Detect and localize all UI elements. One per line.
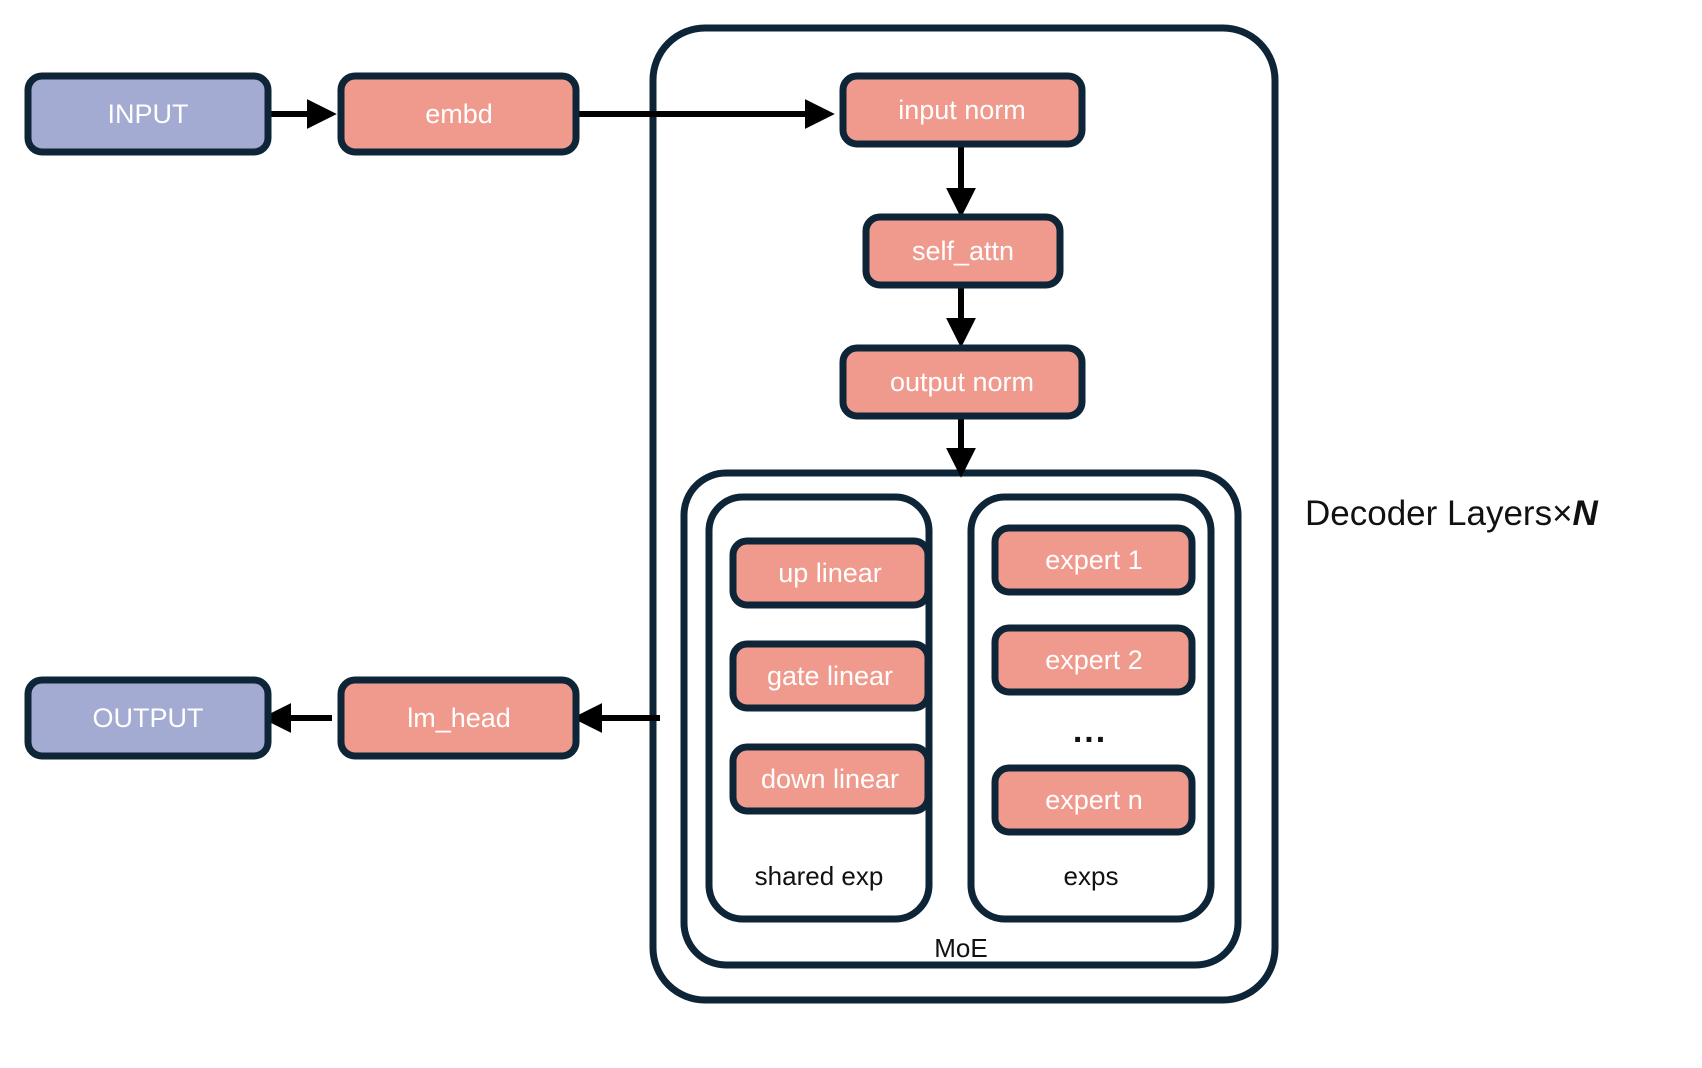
expert-n-label: expert n xyxy=(1045,785,1143,815)
experts-label: exps xyxy=(1064,861,1119,891)
moe-label: MoE xyxy=(934,933,987,963)
shared-expert-boundary xyxy=(705,493,933,923)
decoder-layers-group xyxy=(649,24,1279,1004)
node-expert-2[interactable]: expert 2 xyxy=(991,624,1196,696)
lm-head-label: lm_head xyxy=(407,703,511,733)
decoder-layers-annotation-text: Decoder Layers× xyxy=(1305,494,1573,533)
up-linear-box[interactable] xyxy=(729,537,932,609)
expert-2-label: expert 2 xyxy=(1045,645,1143,675)
experts-group: exps xyxy=(967,493,1215,923)
node-embd[interactable]: embd xyxy=(337,72,580,156)
lm-head-box[interactable] xyxy=(337,676,580,760)
expert-2-box[interactable] xyxy=(991,624,1196,696)
node-lm-head[interactable]: lm_head xyxy=(337,676,580,760)
input-norm-box[interactable] xyxy=(839,72,1086,148)
self-attn-box[interactable] xyxy=(862,213,1064,289)
node-output[interactable]: OUTPUT xyxy=(24,676,272,760)
input-box[interactable] xyxy=(24,72,272,156)
node-input-norm[interactable]: input norm xyxy=(839,72,1086,148)
gate-linear-box[interactable] xyxy=(729,640,932,712)
node-expert-1[interactable]: expert 1 xyxy=(991,524,1196,596)
down-linear-label: down linear xyxy=(761,764,899,794)
output-box[interactable] xyxy=(24,676,272,760)
decoder-layers-annotation: Decoder Layers×N xyxy=(1305,494,1599,533)
up-linear-label: up linear xyxy=(778,558,882,588)
decoder-layers-count: N xyxy=(1573,494,1599,533)
embd-label: embd xyxy=(425,99,493,129)
expert-n-box[interactable] xyxy=(991,764,1196,836)
node-up-linear[interactable]: up linear xyxy=(729,537,932,609)
shared-expert-label: shared exp xyxy=(755,861,884,891)
experts-boundary xyxy=(967,493,1215,923)
embd-box[interactable] xyxy=(337,72,580,156)
decoder-layers-boundary xyxy=(649,24,1279,1004)
output-norm-label: output norm xyxy=(890,367,1034,397)
expert-1-label: expert 1 xyxy=(1045,545,1143,575)
self-attn-label: self_attn xyxy=(912,236,1014,266)
input-label: INPUT xyxy=(108,99,189,129)
shared-expert-group: shared exp xyxy=(705,493,933,923)
down-linear-box[interactable] xyxy=(729,743,932,815)
output-label: OUTPUT xyxy=(93,703,204,733)
gate-linear-label: gate linear xyxy=(767,661,893,691)
expert-1-box[interactable] xyxy=(991,524,1196,596)
node-output-norm[interactable]: output norm xyxy=(839,344,1086,420)
node-input[interactable]: INPUT xyxy=(24,72,272,156)
output-norm-box[interactable] xyxy=(839,344,1086,420)
input-norm-label: input norm xyxy=(898,95,1026,125)
node-expert-n[interactable]: expert n xyxy=(991,764,1196,836)
node-self-attn[interactable]: self_attn xyxy=(862,213,1064,289)
node-down-linear[interactable]: down linear xyxy=(729,743,932,815)
node-gate-linear[interactable]: gate linear xyxy=(729,640,932,712)
expert-ellipsis-label: ... xyxy=(1073,712,1107,750)
